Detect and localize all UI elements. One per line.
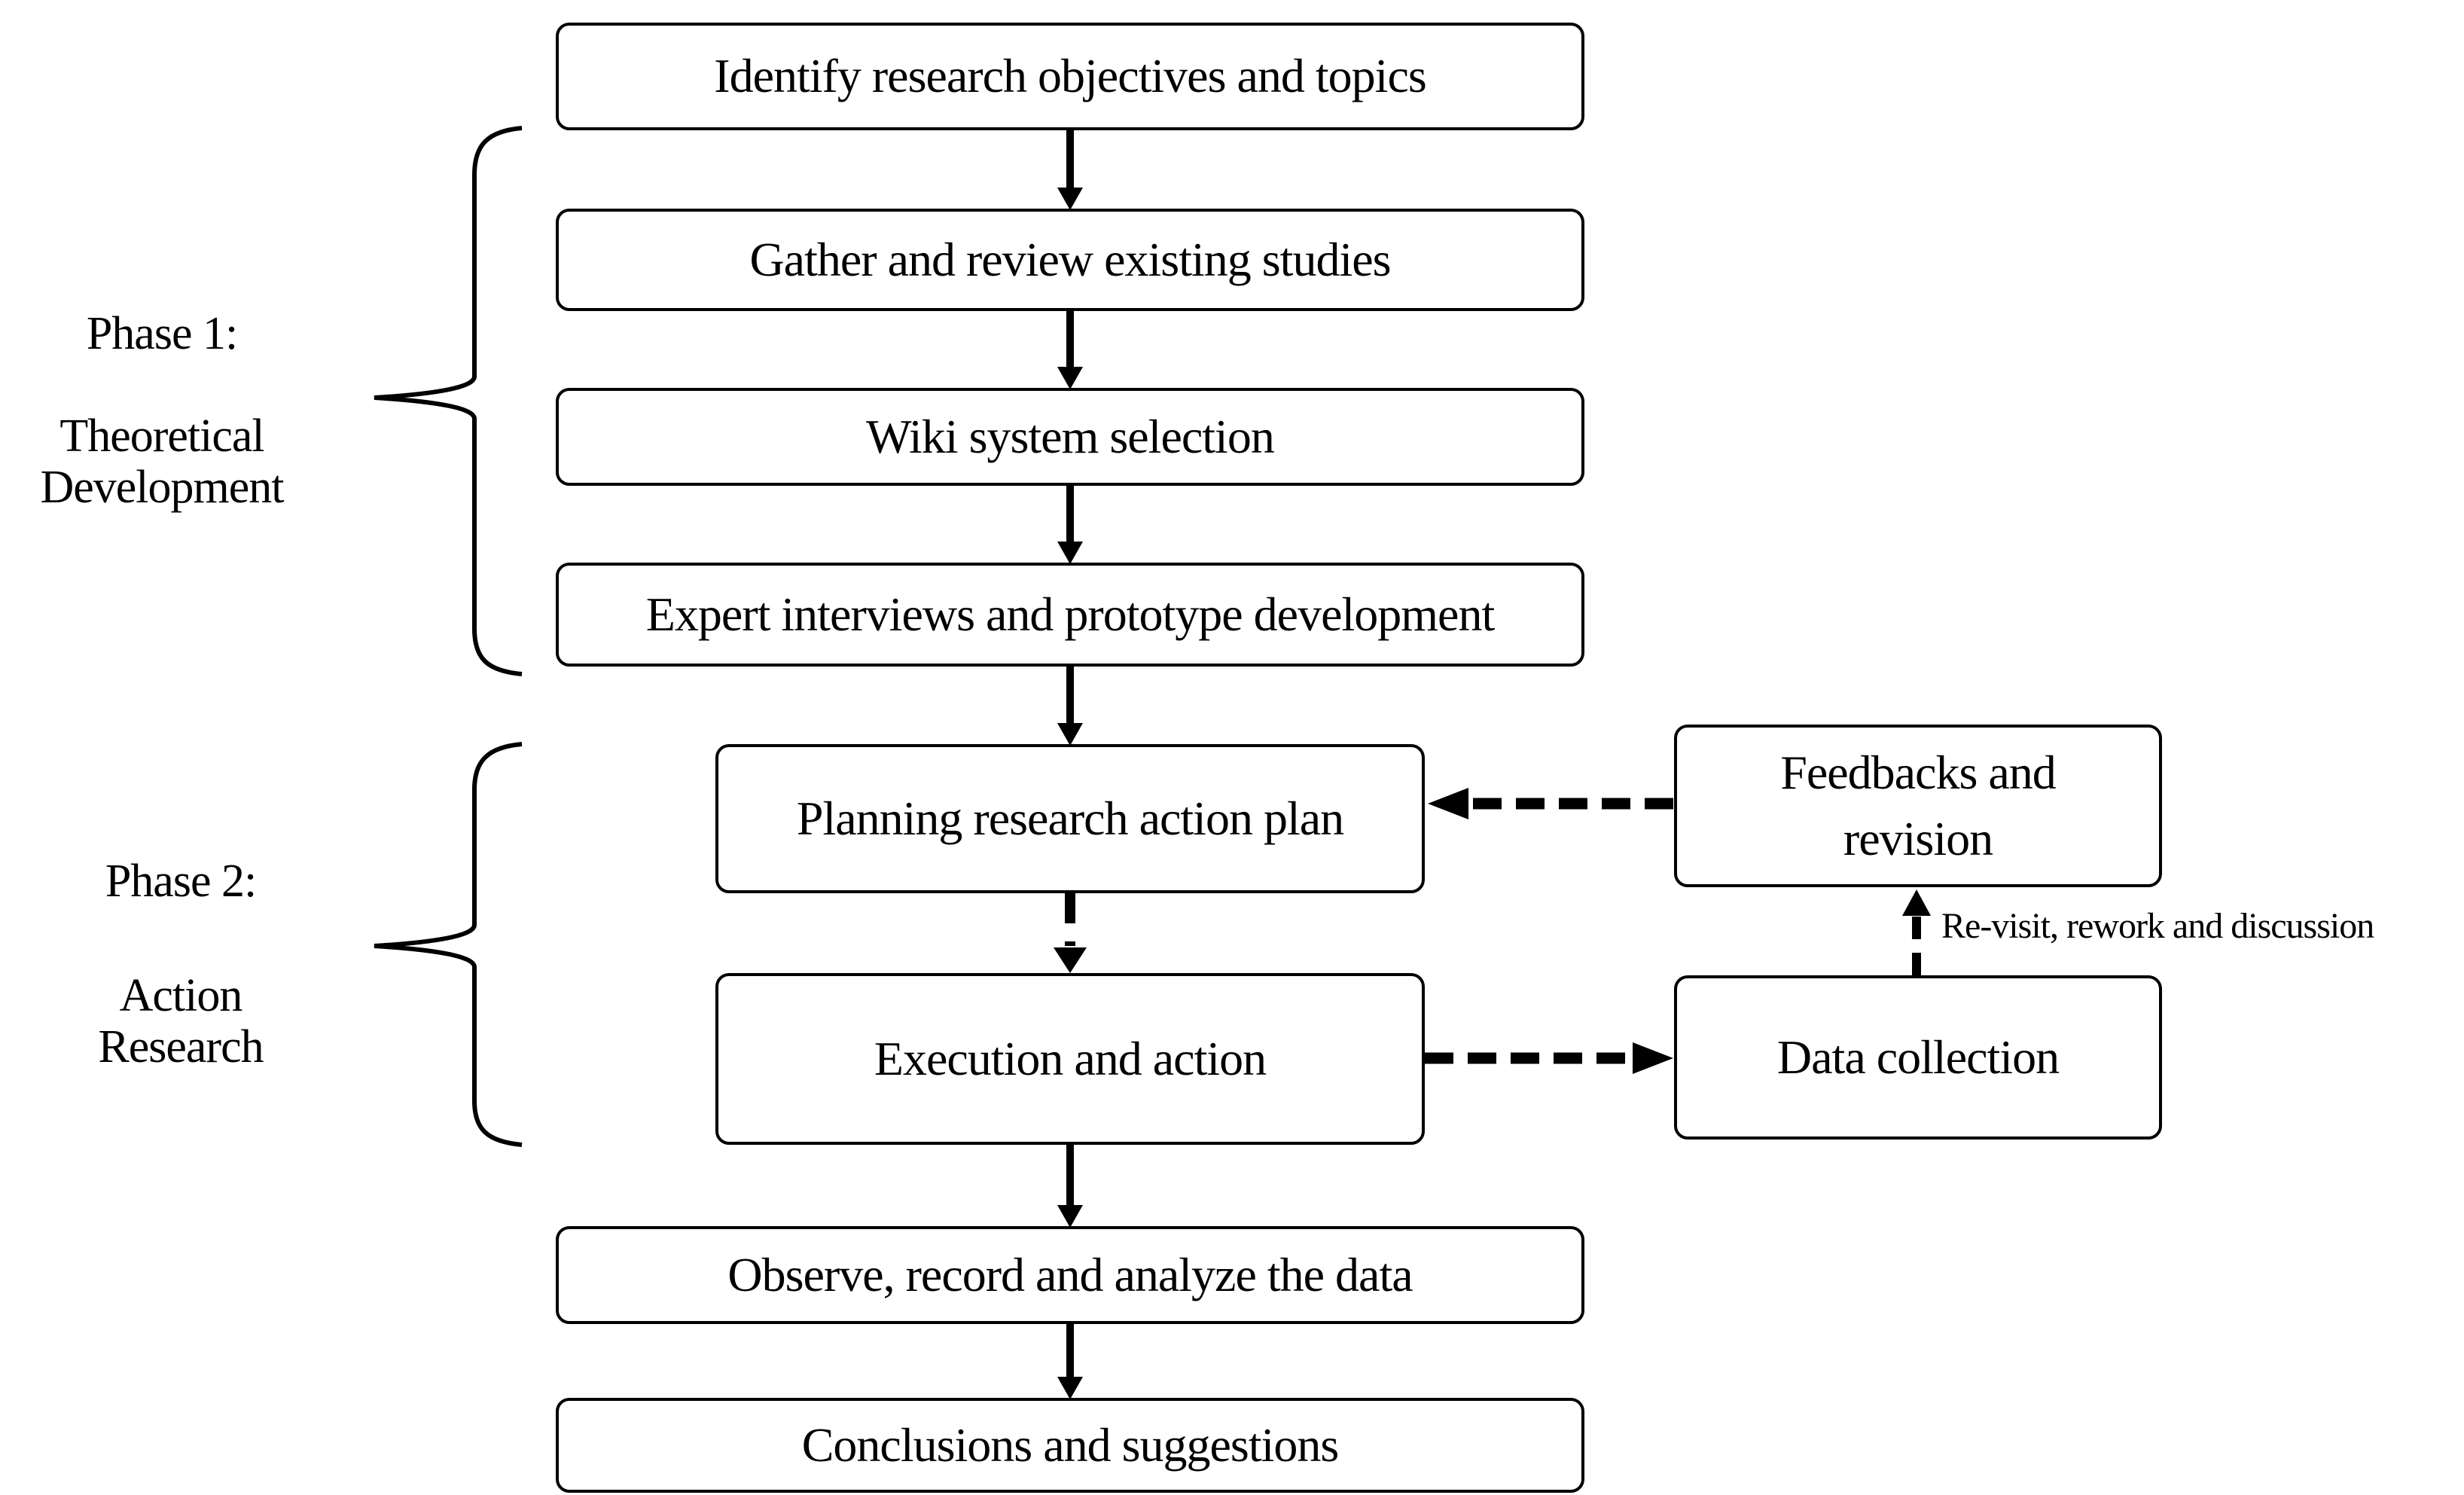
phase1-subtitle-line2: Development (40, 462, 284, 513)
node-feedbacks-and-revision: Feedbacks and revision (1674, 725, 2162, 887)
phase2-brace (374, 742, 523, 1147)
arrow-planning-to-execution (1054, 893, 1087, 973)
phase1-brace (374, 126, 523, 676)
revisit-rework-annotation: Re-visit, rework and discussion (1941, 906, 2374, 946)
arrow-expert-to-planning (1057, 667, 1083, 746)
arrow-execution-to-observe (1057, 1145, 1083, 1228)
feedbacks-line1: Feedbacks and (1780, 746, 2057, 799)
phase2-title: Phase 2: (105, 856, 257, 907)
arrow-identify-to-gather (1057, 130, 1083, 210)
phase2-subtitle: Action Research (19, 970, 343, 1072)
node-execution-and-action: Execution and action (715, 973, 1425, 1145)
node-expert-interviews-prototype: Expert interviews and prototype developm… (556, 563, 1584, 667)
node-gather-review-studies: Gather and review existing studies (556, 209, 1584, 311)
phase2-subtitle-line1: Action (119, 970, 243, 1021)
node-wiki-system-selection: Wiki system selection (556, 388, 1584, 486)
phase1-subtitle-line1: Theoretical (59, 410, 264, 462)
arrow-execution-to-data-collection (1425, 1042, 1673, 1074)
feedbacks-line2: revision (1843, 812, 1993, 865)
node-observe-record-analyze: Observe, record and analyze the data (556, 1226, 1584, 1324)
arrow-feedbacks-to-planning (1428, 788, 1673, 819)
arrow-gather-to-wiki (1057, 311, 1083, 389)
arrow-observe-to-conclusions (1057, 1324, 1083, 1399)
node-conclusions-suggestions: Conclusions and suggestions (556, 1398, 1584, 1493)
node-identify-research-objectives: Identify research objectives and topics (556, 23, 1584, 130)
arrow-data-collection-to-feedbacks (1902, 889, 1931, 975)
phase1-title: Phase 1: (86, 308, 238, 359)
node-planning-research-action-plan: Planning research action plan (715, 744, 1425, 893)
phase2-subtitle-line2: Research (98, 1021, 264, 1072)
arrow-wiki-to-expert (1057, 486, 1083, 564)
node-data-collection: Data collection (1674, 975, 2162, 1140)
phase1-subtitle: Theoretical Development (0, 410, 324, 513)
